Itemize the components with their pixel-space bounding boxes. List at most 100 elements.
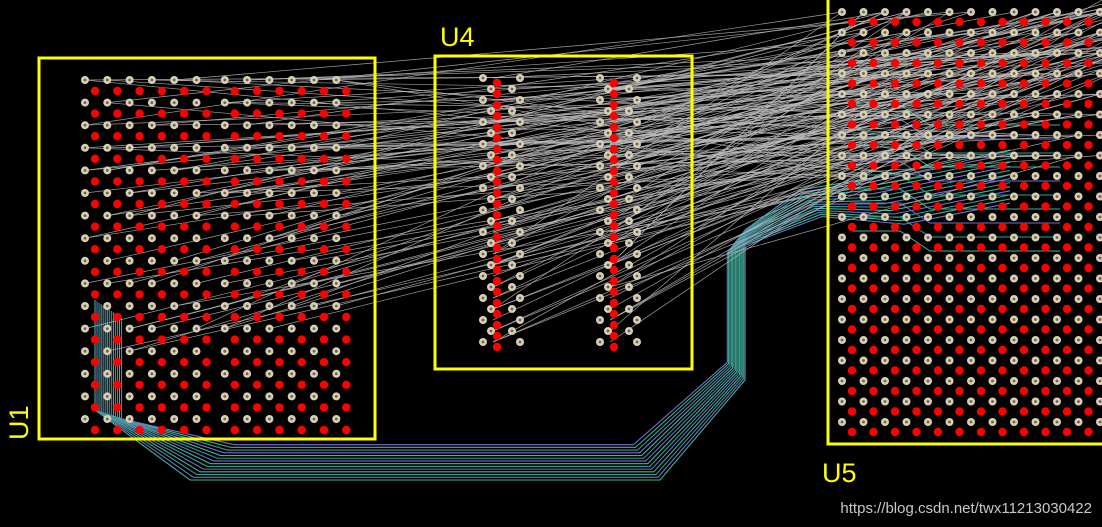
via-hole (905, 277, 908, 280)
pad (1041, 243, 1050, 252)
via-hole (105, 372, 109, 376)
pad (955, 325, 964, 334)
via-hole (883, 154, 887, 157)
via-hole (223, 191, 227, 195)
via-hole (195, 169, 198, 172)
pad (90, 403, 100, 412)
routed-trace (116, 194, 1011, 451)
ratsnest-line (492, 11, 886, 79)
ratsnest-line (492, 32, 1101, 200)
via-hole (334, 78, 338, 82)
pad (869, 181, 878, 191)
via-hole (268, 304, 271, 308)
pad (1062, 345, 1072, 355)
pad (180, 335, 189, 344)
via-hole (1034, 154, 1037, 157)
via-hole (1034, 318, 1037, 321)
via-hole (1077, 379, 1080, 383)
via-hole (150, 417, 154, 421)
via-hole (969, 195, 973, 198)
pad (955, 79, 964, 88)
ratsnest-line (313, 52, 1058, 103)
pad (230, 222, 239, 231)
pad (492, 122, 502, 132)
pad (342, 132, 351, 141)
pad (609, 221, 619, 231)
ratsnest-line (609, 73, 1058, 101)
via-hole (510, 131, 514, 135)
via-hole (635, 186, 639, 190)
via-hole (223, 78, 227, 82)
via-hole (862, 10, 865, 14)
via-hole (172, 146, 176, 150)
pad (275, 132, 284, 141)
ratsnest-line (492, 93, 950, 222)
via-hole (195, 101, 198, 104)
ratsnest-line (224, 175, 864, 194)
ratsnest-line (224, 93, 1015, 194)
pad (912, 161, 921, 170)
via-hole (905, 72, 908, 75)
pad (847, 79, 857, 88)
via-hole (510, 219, 514, 223)
ratsnest-line (247, 73, 886, 194)
pad (609, 309, 619, 319)
via-hole (489, 109, 493, 113)
component-u1[interactable]: U1 (4, 56, 377, 441)
via-hole (245, 78, 249, 82)
pad (955, 304, 964, 314)
pad (252, 199, 262, 209)
via-hole (1098, 379, 1102, 383)
via-hole (991, 215, 994, 219)
via-hole (948, 359, 951, 362)
pad (1019, 284, 1029, 293)
via-hole (83, 101, 87, 104)
via-hole (883, 195, 887, 198)
via-hole (926, 174, 930, 178)
via-hole (840, 277, 844, 280)
via-hole (128, 372, 132, 376)
via-hole (195, 304, 198, 308)
via-hole (1012, 236, 1016, 239)
via-hole (481, 340, 485, 344)
via-hole (334, 123, 338, 127)
via-hole (245, 304, 249, 308)
via-hole (926, 379, 930, 383)
pad (998, 17, 1007, 27)
pad (1062, 79, 1072, 88)
via-hole (489, 307, 493, 311)
via-hole (290, 327, 294, 330)
via-hole (598, 164, 602, 168)
ratsnest-line (269, 11, 972, 239)
via-hole (1055, 72, 1059, 75)
pad (955, 161, 964, 170)
via-hole (1012, 51, 1016, 55)
via-hole (1055, 154, 1059, 157)
via-hole (223, 349, 227, 353)
pad (890, 38, 900, 47)
via-hole (606, 329, 610, 333)
via-hole (105, 78, 109, 82)
component-u5[interactable]: U5 (822, 0, 1102, 488)
via-hole (105, 417, 109, 421)
pad (1041, 222, 1050, 232)
via-hole (245, 169, 249, 172)
pad (342, 267, 351, 276)
via-hole (840, 318, 844, 321)
pad (113, 177, 122, 186)
pad (955, 181, 964, 191)
via-hole (883, 359, 887, 362)
via-hole (518, 318, 522, 322)
component-u4[interactable]: U4 (433, 22, 694, 371)
via-hole (1077, 256, 1080, 260)
pad (847, 304, 857, 314)
via-hole (969, 92, 973, 96)
via-hole (1077, 195, 1080, 198)
via-hole (334, 395, 338, 398)
via-hole (598, 296, 602, 300)
pad (1062, 161, 1072, 170)
via-hole (862, 133, 865, 137)
pad (319, 109, 329, 118)
pad (1019, 304, 1029, 314)
